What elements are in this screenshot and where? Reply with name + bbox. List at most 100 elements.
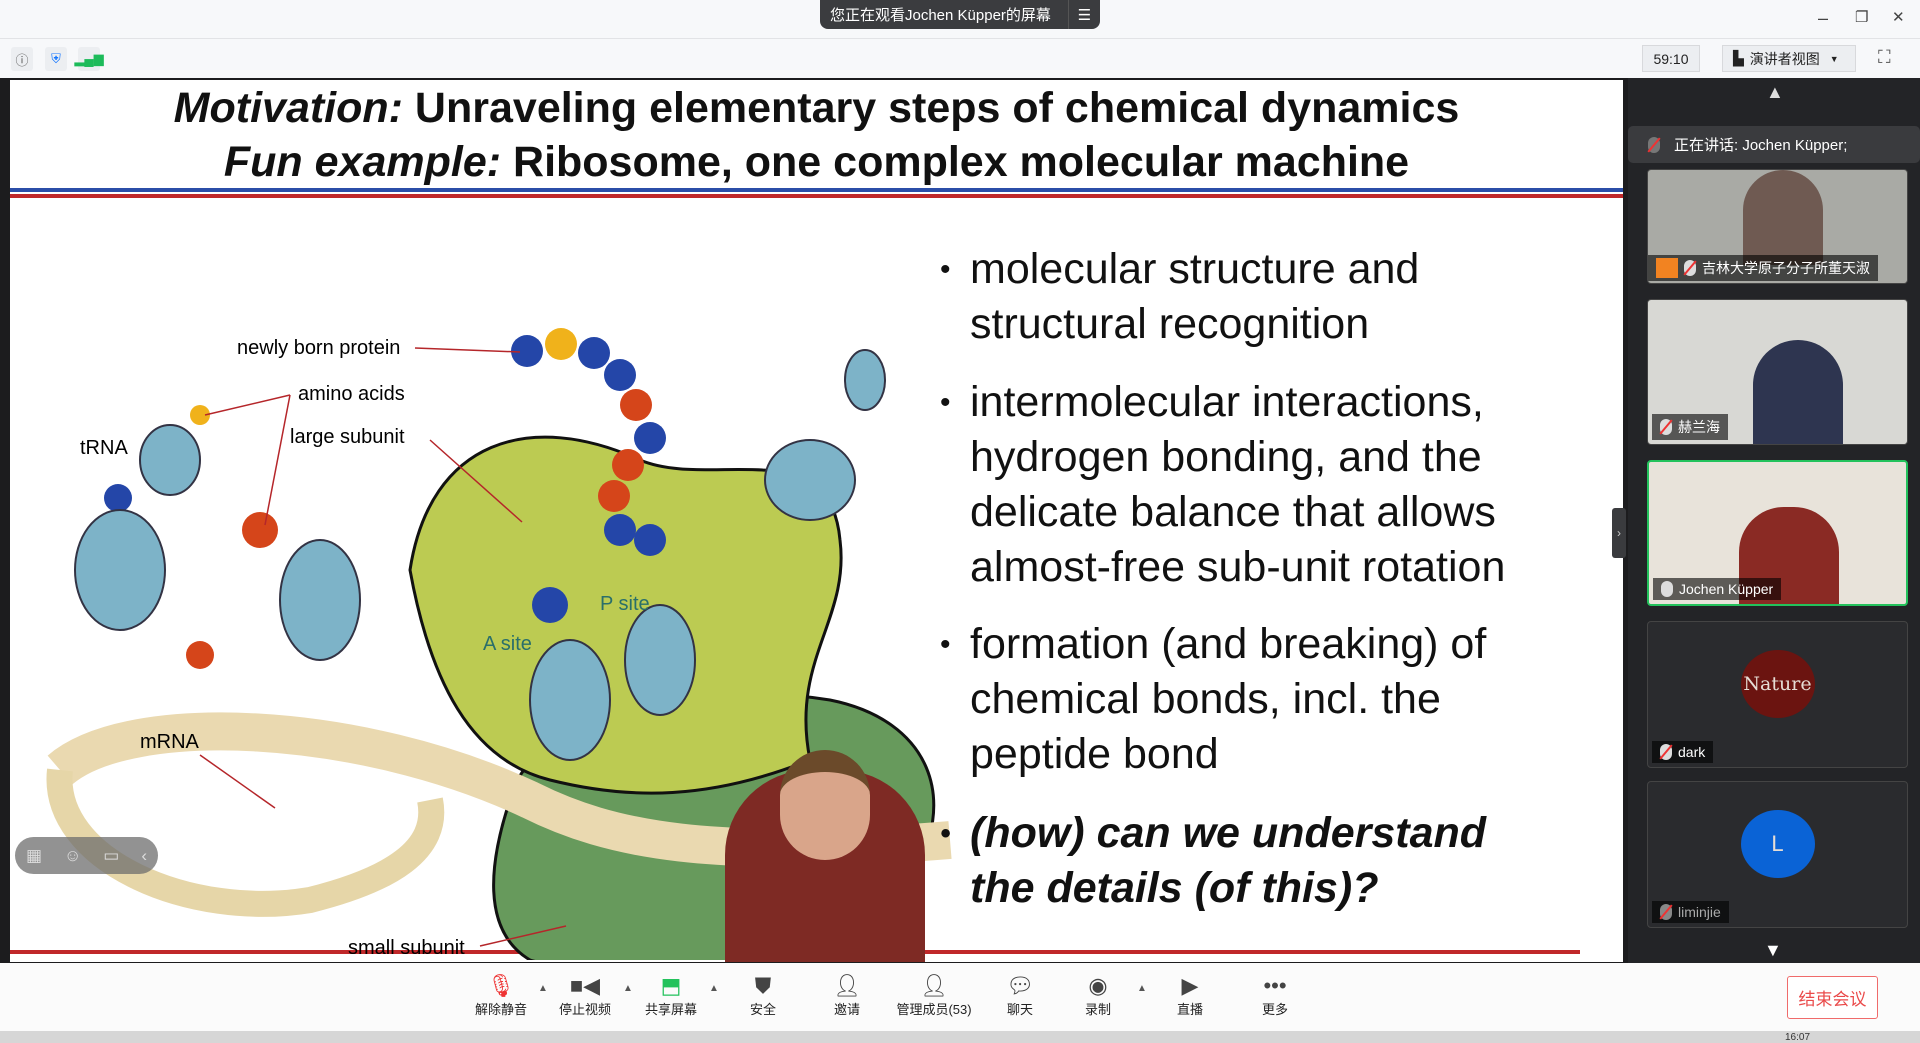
audio-options-caret[interactable]: ▲ — [538, 983, 548, 994]
close-button[interactable]: ✕ — [1892, 9, 1905, 26]
chat-button[interactable]: 💬︎聊天 — [975, 973, 1065, 1018]
participant-tile[interactable]: Nature dark — [1647, 621, 1908, 768]
shield-icon: ⛊ — [754, 973, 772, 998]
meeting-timer: 59:10 — [1642, 45, 1700, 72]
annotation-floating-toolbar: ▦ ☺ ▭ ‹ — [15, 837, 158, 874]
participant-tile[interactable]: L liminjie — [1647, 781, 1908, 928]
stop-video-button[interactable]: ■◀停止视频 — [540, 973, 630, 1018]
label-amino-acids: amino acids — [298, 383, 405, 405]
live-tv-icon: ▶ — [1181, 973, 1199, 998]
signal-icon[interactable]: ▂▄▆ — [74, 47, 104, 71]
view-icon: ▙ — [1733, 50, 1744, 66]
title-bar: 您正在观看Jochen Küpper的屏幕 ☰ – ❐ ✕ — [0, 0, 1920, 38]
mic-icon — [1661, 581, 1673, 597]
chevron-down-icon: ▼ — [1829, 53, 1839, 64]
video-feed — [1753, 340, 1843, 444]
taskbar-clock: 16:07 — [1785, 1032, 1811, 1043]
chat-icon: 💬︎ — [1006, 973, 1034, 998]
title-divider-red — [10, 194, 1623, 198]
bullet-2: •intermolecular interactions,hydrogen bo… — [940, 378, 1506, 591]
participant-tile[interactable]: 吉林大学原子分子所董天淑 — [1647, 169, 1908, 284]
record-icon: ◉ — [1088, 973, 1108, 998]
meeting-toolbar: ⓘ ⛨ ▂▄▆ 59:10 ▙ 演讲者视图 ▼ ⛶ — [0, 38, 1920, 78]
participant-tile[interactable]: 赫兰海 — [1647, 299, 1908, 445]
label-newly-born-protein: newly born protein — [237, 337, 400, 359]
large-subunit-shape — [408, 435, 843, 795]
label-small-subunit: small subunit — [348, 937, 465, 959]
participant-name: Jochen Küpper — [1679, 581, 1774, 597]
shared-slide: Motivation: Unraveling elementary steps … — [10, 80, 1623, 962]
label-trna: tRNA — [80, 437, 128, 459]
more-icon: ••• — [1263, 973, 1287, 998]
minimize-button[interactable]: – — [1818, 8, 1829, 28]
title-divider-blue — [10, 188, 1623, 192]
record-options-caret[interactable]: ▲ — [1137, 983, 1147, 994]
restore-button[interactable]: ❐ — [1855, 9, 1869, 26]
participant-tile-active[interactable]: Jochen Küpper — [1647, 460, 1908, 606]
presenter-video-overlay — [725, 750, 925, 962]
chat-icon[interactable]: ▭ — [103, 845, 120, 865]
share-banner-text: 您正在观看Jochen Küpper的屏幕 — [830, 7, 1051, 24]
speaker-view-button[interactable]: ▙ 演讲者视图 ▼ — [1722, 45, 1856, 72]
bottom-control-bar: 🎙︎解除静音 ▲ ■◀停止视频 ▲ ⬒共享屏幕 ▲ ⛊安全 👤︎邀请 👤︎管理成… — [0, 963, 1920, 1031]
fullscreen-icon[interactable]: ⛶ — [1878, 47, 1891, 67]
unmute-button[interactable]: 🎙︎解除静音 — [456, 973, 546, 1018]
label-large-subunit: large subunit — [290, 426, 405, 448]
record-button[interactable]: ◉录制 — [1053, 973, 1143, 1018]
manage-participants-button[interactable]: 👤︎管理成员(53) — [889, 973, 979, 1018]
label-mrna: mRNA — [140, 731, 200, 753]
collapse-icon[interactable]: ‹ — [141, 845, 147, 865]
view-label: 演讲者视图 — [1749, 50, 1820, 67]
speaking-text: 正在讲话: Jochen Küpper; — [1674, 137, 1848, 154]
end-meeting-button[interactable]: 结束会议 — [1787, 976, 1878, 1019]
participant-name: 吉林大学原子分子所董天淑 — [1702, 260, 1870, 276]
share-options-caret[interactable]: ▲ — [709, 983, 719, 994]
participant-name: dark — [1678, 744, 1706, 760]
mic-muted-icon — [1660, 744, 1672, 760]
mic-muted-icon — [1648, 136, 1660, 153]
mic-muted-icon — [1684, 260, 1696, 276]
invite-button[interactable]: 👤︎邀请 — [802, 973, 892, 1018]
scroll-up-icon[interactable]: ▲ — [1766, 82, 1784, 102]
avatar: L — [1740, 810, 1815, 878]
slide-title-line1: Motivation: Unraveling elementary steps … — [173, 84, 1460, 132]
mic-muted-icon — [1660, 419, 1672, 435]
label-p-site: P site — [600, 593, 650, 615]
share-banner[interactable]: 您正在观看Jochen Küpper的屏幕 ☰ — [820, 0, 1100, 29]
apps-icon[interactable]: ▦ — [25, 845, 43, 865]
more-button[interactable]: •••更多 — [1230, 973, 1320, 1018]
participant-panel: ▲ 正在讲话: Jochen Küpper; 吉林大学原子分子所董天淑 赫兰海 … — [1628, 78, 1920, 963]
presenter-head — [780, 750, 870, 860]
scroll-down-icon[interactable]: ▼ — [1764, 940, 1782, 960]
participant-name: liminjie — [1678, 904, 1721, 920]
participant-name: 赫兰海 — [1678, 419, 1720, 435]
host-icon — [1656, 258, 1678, 278]
participants-icon: 👤︎ — [920, 973, 948, 998]
emoji-icon[interactable]: ☺ — [63, 845, 82, 865]
mic-muted-icon: 🎙︎ — [487, 973, 515, 998]
amino-acid-chain — [511, 328, 666, 556]
avatar: Nature — [1740, 650, 1815, 718]
mic-muted-icon — [1660, 904, 1672, 920]
shield-icon[interactable]: ⛨ — [45, 47, 67, 71]
panel-toggle-handle[interactable]: › — [1612, 508, 1626, 558]
trna-shapes — [74, 349, 886, 761]
slide-title-line2: Fun example: Ribosome, one complex molec… — [223, 138, 1410, 186]
menu-icon[interactable]: ☰ — [1068, 0, 1100, 29]
security-button[interactable]: ⛊安全 — [718, 973, 808, 1018]
live-stream-button[interactable]: ▶直播 — [1145, 973, 1235, 1018]
video-camera-icon: ■◀ — [569, 973, 601, 998]
video-feed — [1743, 170, 1823, 265]
label-a-site: A site — [483, 633, 532, 655]
info-icon[interactable]: ⓘ — [11, 47, 33, 71]
share-screen-icon: ⬒ — [660, 973, 682, 998]
share-screen-button[interactable]: ⬒共享屏幕 — [626, 973, 716, 1018]
video-options-caret[interactable]: ▲ — [623, 983, 633, 994]
add-user-icon: 👤︎ — [833, 973, 861, 998]
os-taskbar: 16:07 — [0, 1031, 1920, 1043]
mrna-loop — [46, 768, 445, 917]
speaking-indicator: 正在讲话: Jochen Küpper; — [1628, 126, 1920, 163]
